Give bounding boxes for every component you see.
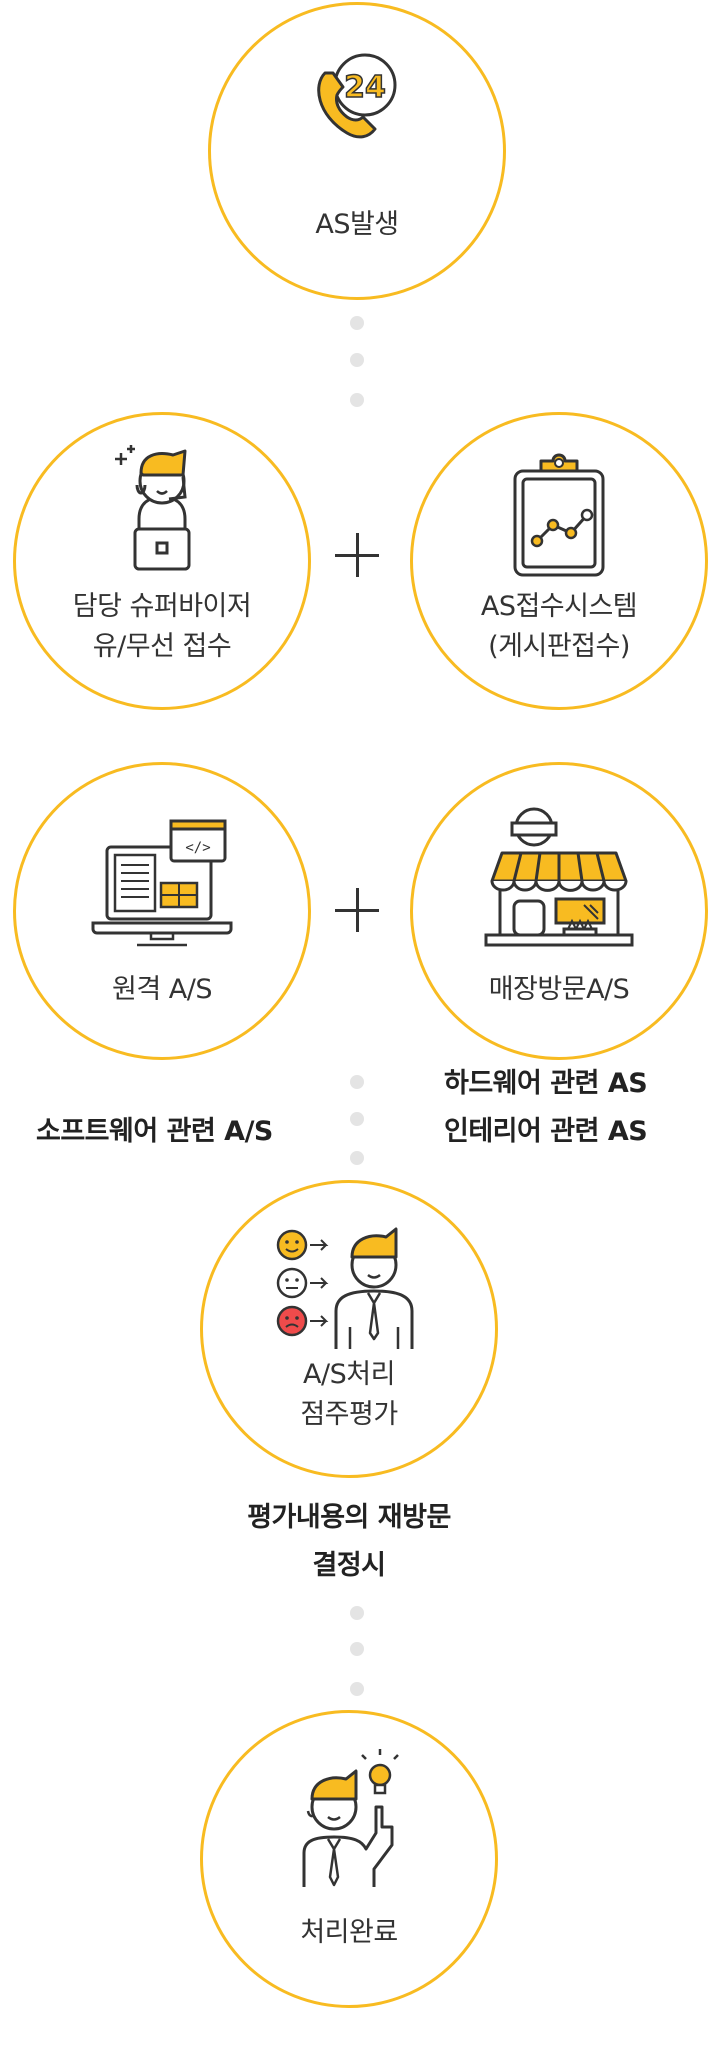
note-hardware-line1: 하드웨어 관련 AS xyxy=(444,1068,648,1099)
step-label-line1: 담당 슈퍼바이저 xyxy=(72,591,252,622)
idea-person-icon xyxy=(302,1749,399,1887)
connector-dot xyxy=(350,1151,364,1165)
note-hardware: 하드웨어 관련 AS 인테리어 관련 AS xyxy=(444,1060,648,1156)
connector-dot xyxy=(350,1112,364,1126)
step-supervisor: 담당 슈퍼바이저 유/무선 접수 xyxy=(13,412,311,710)
step-label: 원격 A/S xyxy=(112,974,212,1005)
step-as-occur: 24 AS발생 xyxy=(208,2,506,300)
step-label: AS발생 xyxy=(315,209,399,240)
connector-dot xyxy=(350,316,364,330)
note-revisit-line1: 평가내용의 재방문 xyxy=(247,1502,451,1533)
plus-icon xyxy=(335,888,379,932)
connector-dot xyxy=(350,393,364,407)
step-label-line1: AS접수시스템 xyxy=(480,591,638,622)
svg-text:24: 24 xyxy=(344,70,386,105)
step-remote: </> 원격 A/S xyxy=(13,762,311,1060)
step-label-line2: (게시판접수) xyxy=(488,631,630,662)
svg-text:</>: </> xyxy=(185,840,210,856)
connector-dot xyxy=(350,353,364,367)
step-label-line1: A/S처리 xyxy=(303,1359,395,1390)
step-evaluation: A/S처리 점주평가 xyxy=(200,1180,498,1478)
step-label: 매장방문A/S xyxy=(488,974,630,1005)
step-label: 처리완료 xyxy=(300,1917,398,1948)
note-revisit: 평가내용의 재방문 결정시 xyxy=(200,1494,498,1590)
rating-faces-icon xyxy=(276,1227,414,1349)
step-label-line2: 점주평가 xyxy=(300,1399,398,1430)
plus-icon xyxy=(335,533,379,577)
step-complete: 처리완료 xyxy=(200,1710,498,2008)
note-software: 소프트웨어 관련 A/S xyxy=(36,1116,273,1147)
connector-dot xyxy=(350,1682,364,1696)
connector-dot xyxy=(350,1075,364,1089)
laptop-code-icon: </> xyxy=(91,819,233,947)
connector-dot xyxy=(350,1606,364,1620)
clipboard-chart-icon xyxy=(513,453,605,577)
step-system: AS접수시스템 (게시판접수) xyxy=(410,412,708,710)
note-revisit-line2: 결정시 xyxy=(312,1550,386,1581)
step-visit: 매장방문A/S xyxy=(410,762,708,1060)
connector-dot xyxy=(350,1642,364,1656)
phone-24-icon: 24 xyxy=(317,53,397,139)
step-label-line2: 유/무선 접수 xyxy=(92,631,232,662)
storefront-icon xyxy=(484,807,634,947)
note-hardware-line2: 인테리어 관련 AS xyxy=(444,1116,648,1147)
headset-operator-icon xyxy=(115,445,191,571)
